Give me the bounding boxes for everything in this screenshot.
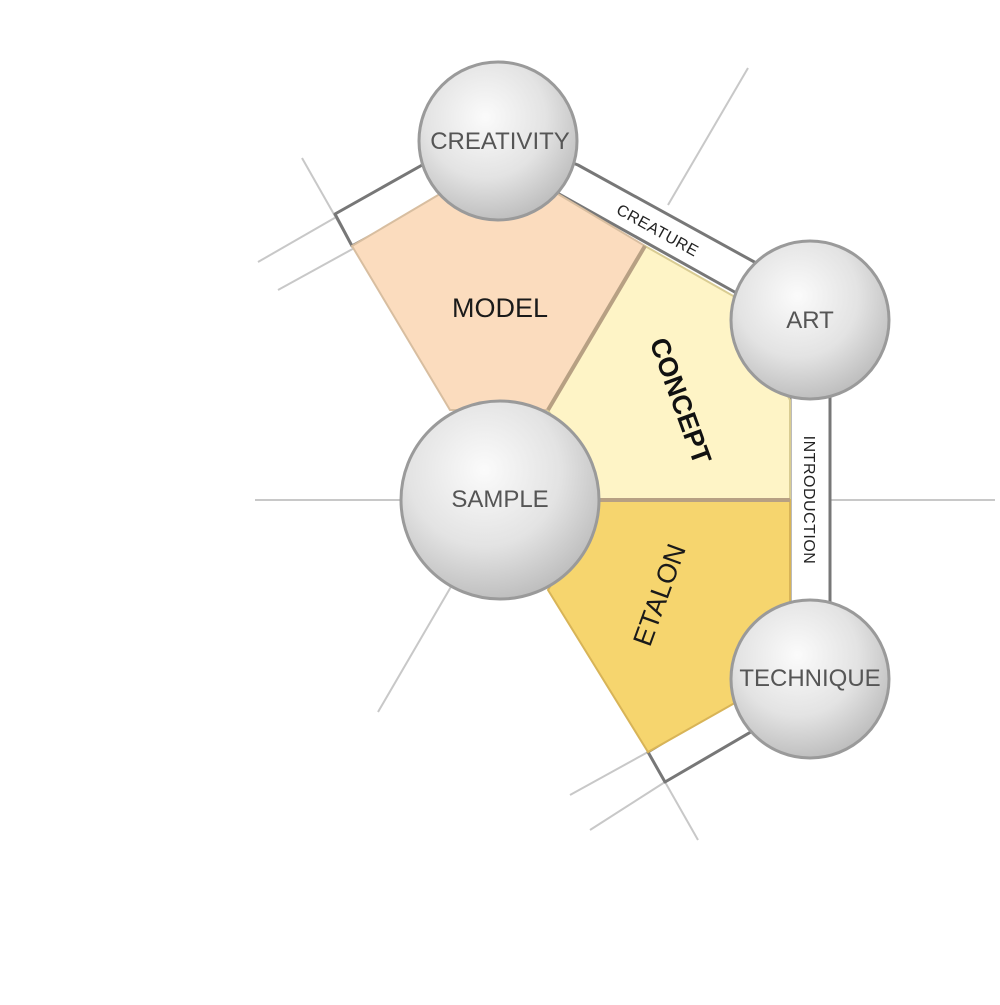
node-label: ART [786, 307, 834, 334]
guide-lines [255, 67, 995, 841]
guide-line [569, 751, 649, 796]
connector-label-introduction: INTRODUCTION [800, 436, 817, 565]
region-label-model: MODEL [452, 293, 548, 323]
guide-line [377, 584, 453, 713]
guide-line [257, 215, 339, 263]
node-label: TECHNIQUE [739, 665, 880, 692]
sphere-icon [729, 239, 891, 401]
node-art[interactable]: ART [729, 239, 891, 401]
node-technique[interactable]: TECHNIQUE [729, 598, 891, 760]
divider-model-concept [546, 244, 647, 412]
node-label: SAMPLE [451, 486, 548, 513]
node-label: CREATIVITY [430, 128, 570, 155]
sphere-icon [729, 598, 891, 760]
guide-line [277, 245, 359, 291]
sphere-icon [417, 60, 579, 222]
sphere-icon [399, 399, 601, 601]
node-sample[interactable]: SAMPLE [399, 399, 601, 601]
guide-line [589, 781, 666, 831]
node-creativity[interactable]: CREATIVITY [417, 60, 579, 222]
guide-line [667, 67, 749, 206]
region-dividers [546, 244, 790, 502]
